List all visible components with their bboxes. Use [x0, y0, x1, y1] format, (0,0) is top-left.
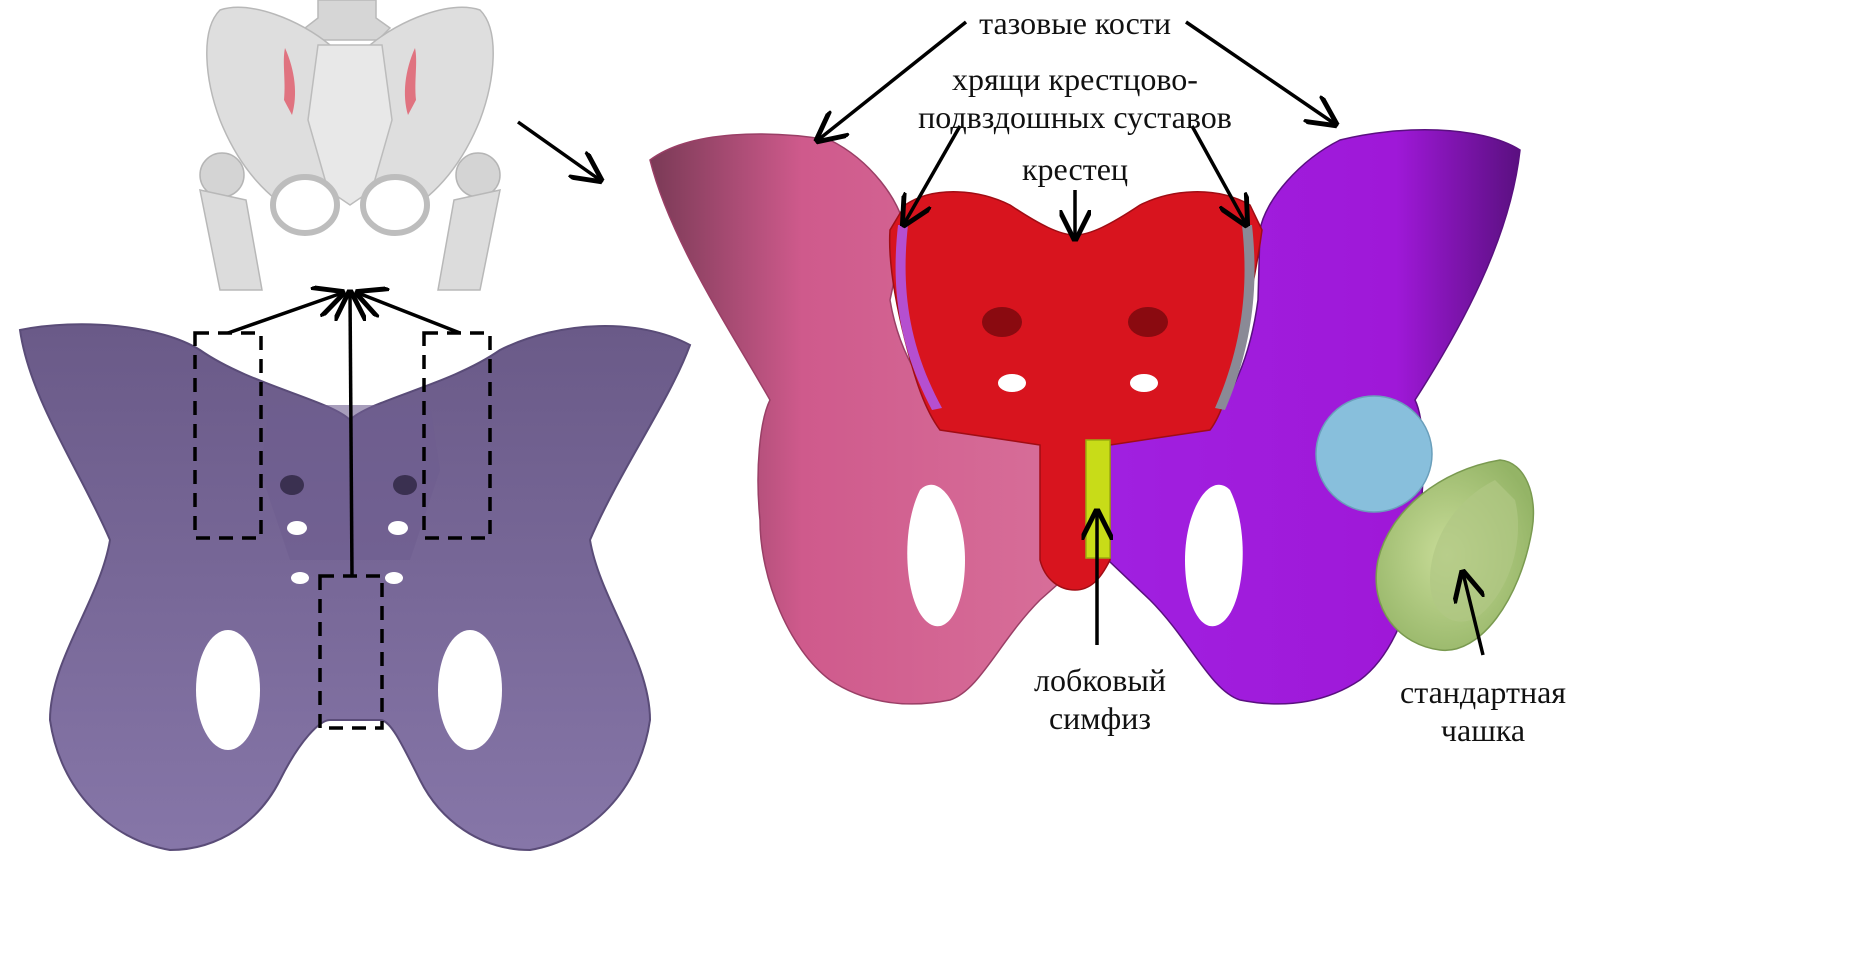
label-sacrum: крестец — [1010, 150, 1140, 188]
label-si-cartilage-line1: хрящи крестцово- — [905, 60, 1245, 98]
segmented-pelvis-model — [650, 130, 1533, 704]
label-symphysis-line2: симфиз — [1030, 699, 1170, 737]
label-si-cartilage: хрящи крестцово- подвздошных суставов — [905, 60, 1245, 136]
purple-pelvis-model — [20, 293, 690, 850]
transition-arrow — [518, 122, 600, 180]
label-pubic-symphysis: лобковый симфиз — [1030, 661, 1170, 737]
label-cup-line2: чашка — [1392, 711, 1574, 749]
label-standard-cup: стандартная чашка — [1392, 673, 1574, 749]
label-si-cartilage-line2: подвздошных суставов — [905, 98, 1245, 136]
reference-pelvis-image — [184, 0, 518, 290]
label-symphysis-line1: лобковый — [1030, 661, 1170, 699]
label-cup-line1: стандартная — [1392, 673, 1574, 711]
label-pelvic-bones: тазовые кости — [965, 4, 1185, 42]
femoral-head — [1316, 396, 1432, 512]
